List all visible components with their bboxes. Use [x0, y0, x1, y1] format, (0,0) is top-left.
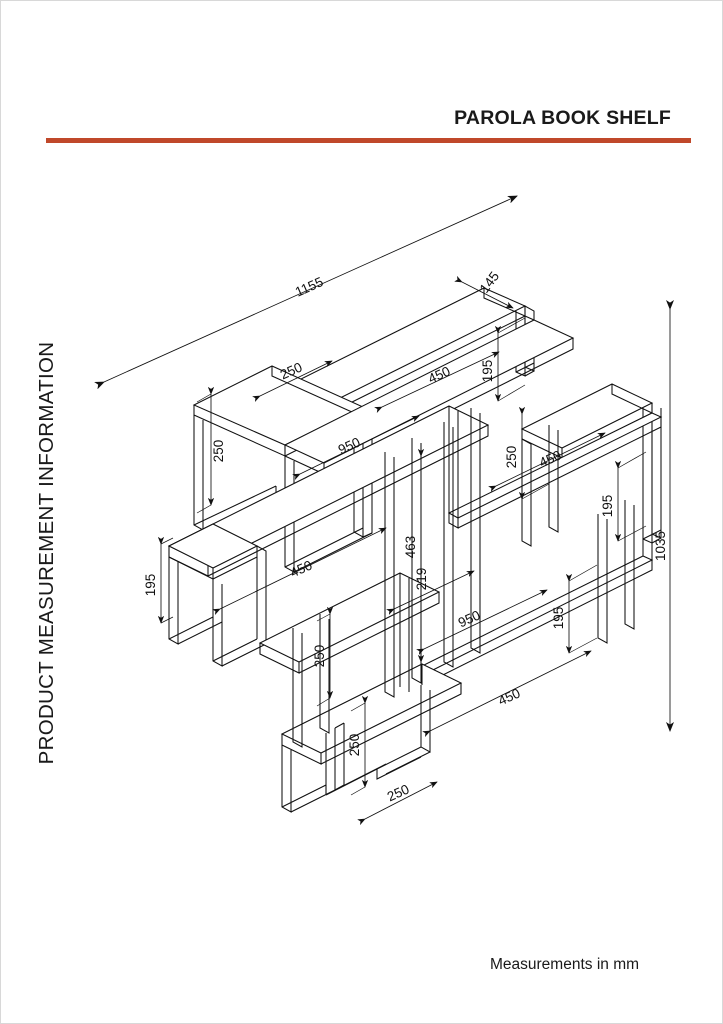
- dim-label-219: 219: [414, 568, 429, 591]
- dim-label-450-bottom: 450: [496, 685, 523, 708]
- bottom-board: [280, 663, 463, 765]
- dim-label-195-right: 195: [600, 495, 615, 518]
- dim-label-1035: 1035: [653, 531, 668, 561]
- dim-bottom-shelf-span: 450: [422, 650, 592, 738]
- dim-left-shelf-height: 195: [143, 536, 165, 624]
- dim-top-left-cube-height: 250: [207, 386, 226, 506]
- dim-label-463: 463: [403, 536, 418, 559]
- left-cube: [167, 523, 267, 667]
- dim-label-250-bottom-depth: 250: [385, 781, 412, 804]
- measurement-units-note: Measurements in mm: [490, 956, 640, 973]
- dim-right-shelf-gap: 195: [600, 460, 622, 542]
- dim-label-950-lower: 950: [456, 607, 483, 630]
- dim-overall-height: 1035: [653, 300, 674, 732]
- dim-label-195-lower: 195: [551, 607, 566, 630]
- dim-label-250-cube-height: 250: [211, 440, 226, 463]
- dim-label-250-lower-left: 250: [312, 645, 327, 668]
- dim-label-195-top: 195: [480, 360, 495, 383]
- witness-lines: [160, 317, 647, 796]
- dim-bottom-post-height: 250: [347, 695, 369, 788]
- dim-top-right-gap: 195: [480, 325, 502, 402]
- dim-lower-right-gap: 195: [551, 573, 573, 654]
- dim-label-195-left: 195: [143, 574, 158, 597]
- page-title: PAROLA BOOK SHELF: [454, 107, 671, 129]
- dim-lower-left-gap: 250: [312, 606, 334, 699]
- dim-label-1155: 1155: [293, 274, 326, 300]
- dim-label-250-right: 250: [504, 446, 519, 469]
- dimension-annotations: 1155 145 1035 250 250: [94, 195, 674, 826]
- dim-bottom-shelf-depth: 250: [357, 781, 438, 826]
- title-accent-rule: [46, 138, 691, 143]
- right-outer-panel: [642, 403, 662, 544]
- dim-overall-width: 1155: [94, 195, 518, 390]
- dim-label-450-left: 450: [288, 557, 315, 580]
- dim-label-250-bottom-post: 250: [347, 734, 362, 757]
